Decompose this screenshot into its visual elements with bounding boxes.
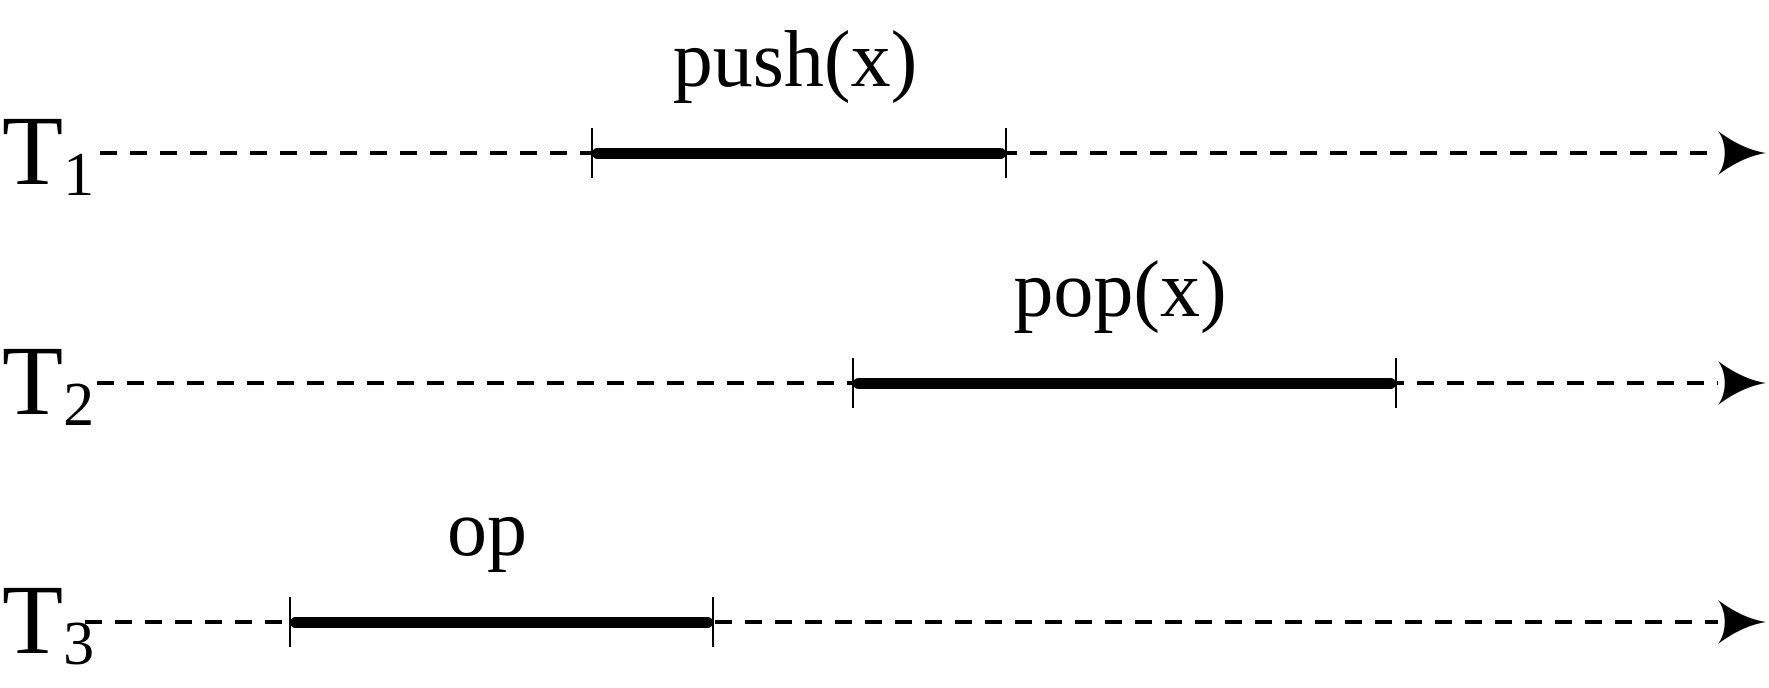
- interval-end-tick-t2: [1395, 358, 1397, 408]
- time-axis-t1: [100, 151, 1718, 155]
- arrowhead-icon-t3: [1718, 600, 1766, 644]
- interval-end-tick-t1: [1005, 128, 1007, 178]
- operation-interval-t1: [592, 147, 1006, 159]
- time-axis-t2: [97, 381, 1718, 385]
- interval-end-tick-t3: [712, 597, 714, 647]
- arrowhead-icon-t1: [1718, 131, 1766, 175]
- interval-start-tick-t3: [289, 597, 291, 647]
- thread-name: T: [2, 95, 64, 206]
- operation-label-t1: push(x): [672, 16, 918, 104]
- thread-name: T: [2, 325, 64, 436]
- thread-name: T: [2, 564, 64, 675]
- thread-subscript: 1: [63, 141, 95, 210]
- arrowhead-icon-t2: [1718, 361, 1766, 405]
- operation-label-t3: op: [447, 485, 527, 573]
- interval-start-tick-t1: [591, 128, 593, 178]
- operation-interval-t3: [290, 616, 713, 628]
- thread-subscript: 2: [63, 371, 95, 440]
- operation-interval-t2: [853, 377, 1396, 389]
- time-axis-t3: [85, 620, 1718, 624]
- thread-label-t1: T1: [2, 101, 95, 210]
- thread-label-t3: T3: [2, 570, 95, 679]
- thread-label-t2: T2: [2, 331, 95, 440]
- operation-label-t2: pop(x): [1013, 246, 1227, 334]
- thread-subscript: 3: [63, 610, 95, 679]
- interval-start-tick-t2: [852, 358, 854, 408]
